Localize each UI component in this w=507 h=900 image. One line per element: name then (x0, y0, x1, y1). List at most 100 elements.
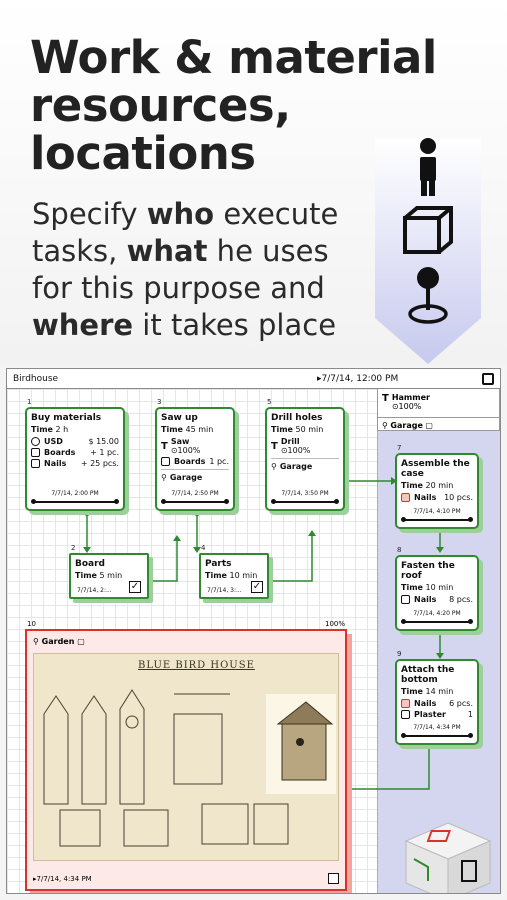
task-date: 7/7/14, 3:... (207, 587, 242, 594)
blueprint-title: BLUE BIRD HOUSE (138, 660, 255, 671)
location-checkbox[interactable] (328, 873, 339, 884)
task-duration: 14 min (425, 687, 454, 696)
time-label: Time (401, 583, 423, 592)
task-title: Attach the bottom (401, 665, 455, 685)
task-date: 7/7/14, 4:20 PM (413, 610, 461, 617)
progress-bar (271, 499, 339, 504)
location-row[interactable]: ⚲Garage (271, 462, 313, 471)
location-date: ▸7/7/14, 4:34 PM (33, 875, 92, 883)
resource-row-usd[interactable]: USD$ 15.00 (27, 436, 123, 447)
hammer-icon: T (382, 393, 389, 404)
person-icon (420, 138, 436, 196)
task-number: 2 (71, 544, 76, 552)
lane-resources[interactable]: T Hammer ⊙100% ⚲ Garage ▢ (377, 389, 500, 431)
blueprint-drawing (43, 689, 336, 847)
task-duration: 50 min (295, 425, 324, 434)
time-label: Time (271, 425, 293, 434)
task-date: 7/7/14, 2:00 PM (51, 490, 99, 497)
progress-bar (401, 517, 473, 522)
task-number: 7 (397, 444, 402, 452)
task-number: 5 (267, 398, 272, 406)
location-pin-icon (408, 267, 448, 324)
lock-icon: ▢ (425, 421, 433, 430)
task-title: Board (75, 559, 105, 569)
time-label: Time (75, 571, 97, 580)
time-label: Time (31, 425, 53, 434)
promo-subtitle: Specify who execute tasks, what he uses … (32, 197, 339, 342)
task-date: 7/7/14, 2:50 PM (171, 490, 219, 497)
task-duration: 20 min (425, 481, 454, 490)
task-card-board[interactable]: 2 Board Time 5 min 7/7/14, 2:... ✓ (69, 544, 149, 599)
task-number: 9 (397, 650, 402, 658)
connectors (83, 477, 444, 793)
box-icon (403, 206, 453, 254)
task-title: Parts (205, 559, 232, 569)
task-duration: 45 min (185, 425, 214, 434)
birdhouse-sketch (266, 694, 336, 794)
task-title: Saw up (161, 413, 198, 423)
app-logo-icon (404, 822, 492, 893)
time-label: Time (205, 571, 227, 580)
task-card-parts[interactable]: 4 Parts Time 10 min 7/7/14, 3:... ✓ (199, 544, 269, 599)
project-date: ▸7/7/14, 12:00 PM (317, 374, 399, 384)
garage-label: Garage (390, 421, 423, 430)
location-icon: ⚲ (161, 473, 167, 482)
resource-row-nails[interactable]: Nails+ 25 pcs. (27, 458, 123, 469)
location-progress: 100% (324, 620, 345, 628)
task-card-buy-materials[interactable]: 1 Buy materials Time 2 h USD$ 15.00 Boar… (25, 398, 125, 511)
task-title: Fasten the roof (401, 561, 455, 581)
done-checkbox[interactable]: ✓ (251, 581, 263, 593)
task-duration: 5 min (99, 571, 123, 580)
hammer-label: Hammer (391, 393, 430, 402)
time-label: Time (401, 481, 423, 490)
task-duration: 10 min (229, 571, 258, 580)
promo-title: Work & material resources, locations (30, 31, 437, 180)
material-icon (401, 493, 410, 502)
progress-bar (401, 733, 473, 738)
task-duration: 10 min (425, 583, 454, 592)
task-number: 3 (157, 398, 162, 406)
location-icon: ⚲ (271, 462, 277, 471)
task-date: 7/7/14, 4:34 PM (413, 724, 461, 731)
task-date: 7/7/14, 2:... (77, 587, 112, 594)
task-date: 7/7/14, 4:10 PM (413, 508, 461, 515)
material-icon (401, 595, 410, 604)
task-duration: 2 h (55, 425, 69, 434)
location-number: 10 (27, 620, 36, 628)
time-label: Time (161, 425, 183, 434)
project-bar: Birdhouse ▸7/7/14, 12:00 PM (7, 369, 500, 389)
task-title: Assemble the case (401, 459, 470, 479)
coin-icon (31, 437, 40, 446)
material-icon (401, 710, 410, 719)
material-icon (161, 457, 170, 466)
time-label: Time (401, 687, 423, 696)
task-title: Buy materials (31, 413, 102, 423)
material-icon (31, 448, 40, 457)
project-complete-checkbox[interactable] (482, 373, 494, 385)
location-icon: ⚲ (33, 637, 42, 646)
project-name: Birdhouse (13, 374, 59, 384)
done-checkbox[interactable]: ✓ (129, 581, 141, 593)
task-number: 8 (397, 546, 402, 554)
resource-row-boards[interactable]: Boards+ 1 pc. (27, 447, 123, 458)
promo-header: Work & material resources, locations Spe… (0, 0, 507, 364)
location-row[interactable]: ⚲Garage (161, 473, 203, 482)
location-card-garden[interactable]: 10 100% ⚲ Garden ▢ BLUE BIRD HOUSE (25, 620, 347, 891)
clock-icon: ⊙ (391, 402, 399, 411)
location-label: ⚲ Garden ▢ (33, 637, 85, 646)
diagram-canvas[interactable]: T Hammer ⊙100% ⚲ Garage ▢ (7, 389, 500, 893)
resource-banner (375, 138, 481, 364)
hammer-pct: 100% (398, 402, 422, 411)
